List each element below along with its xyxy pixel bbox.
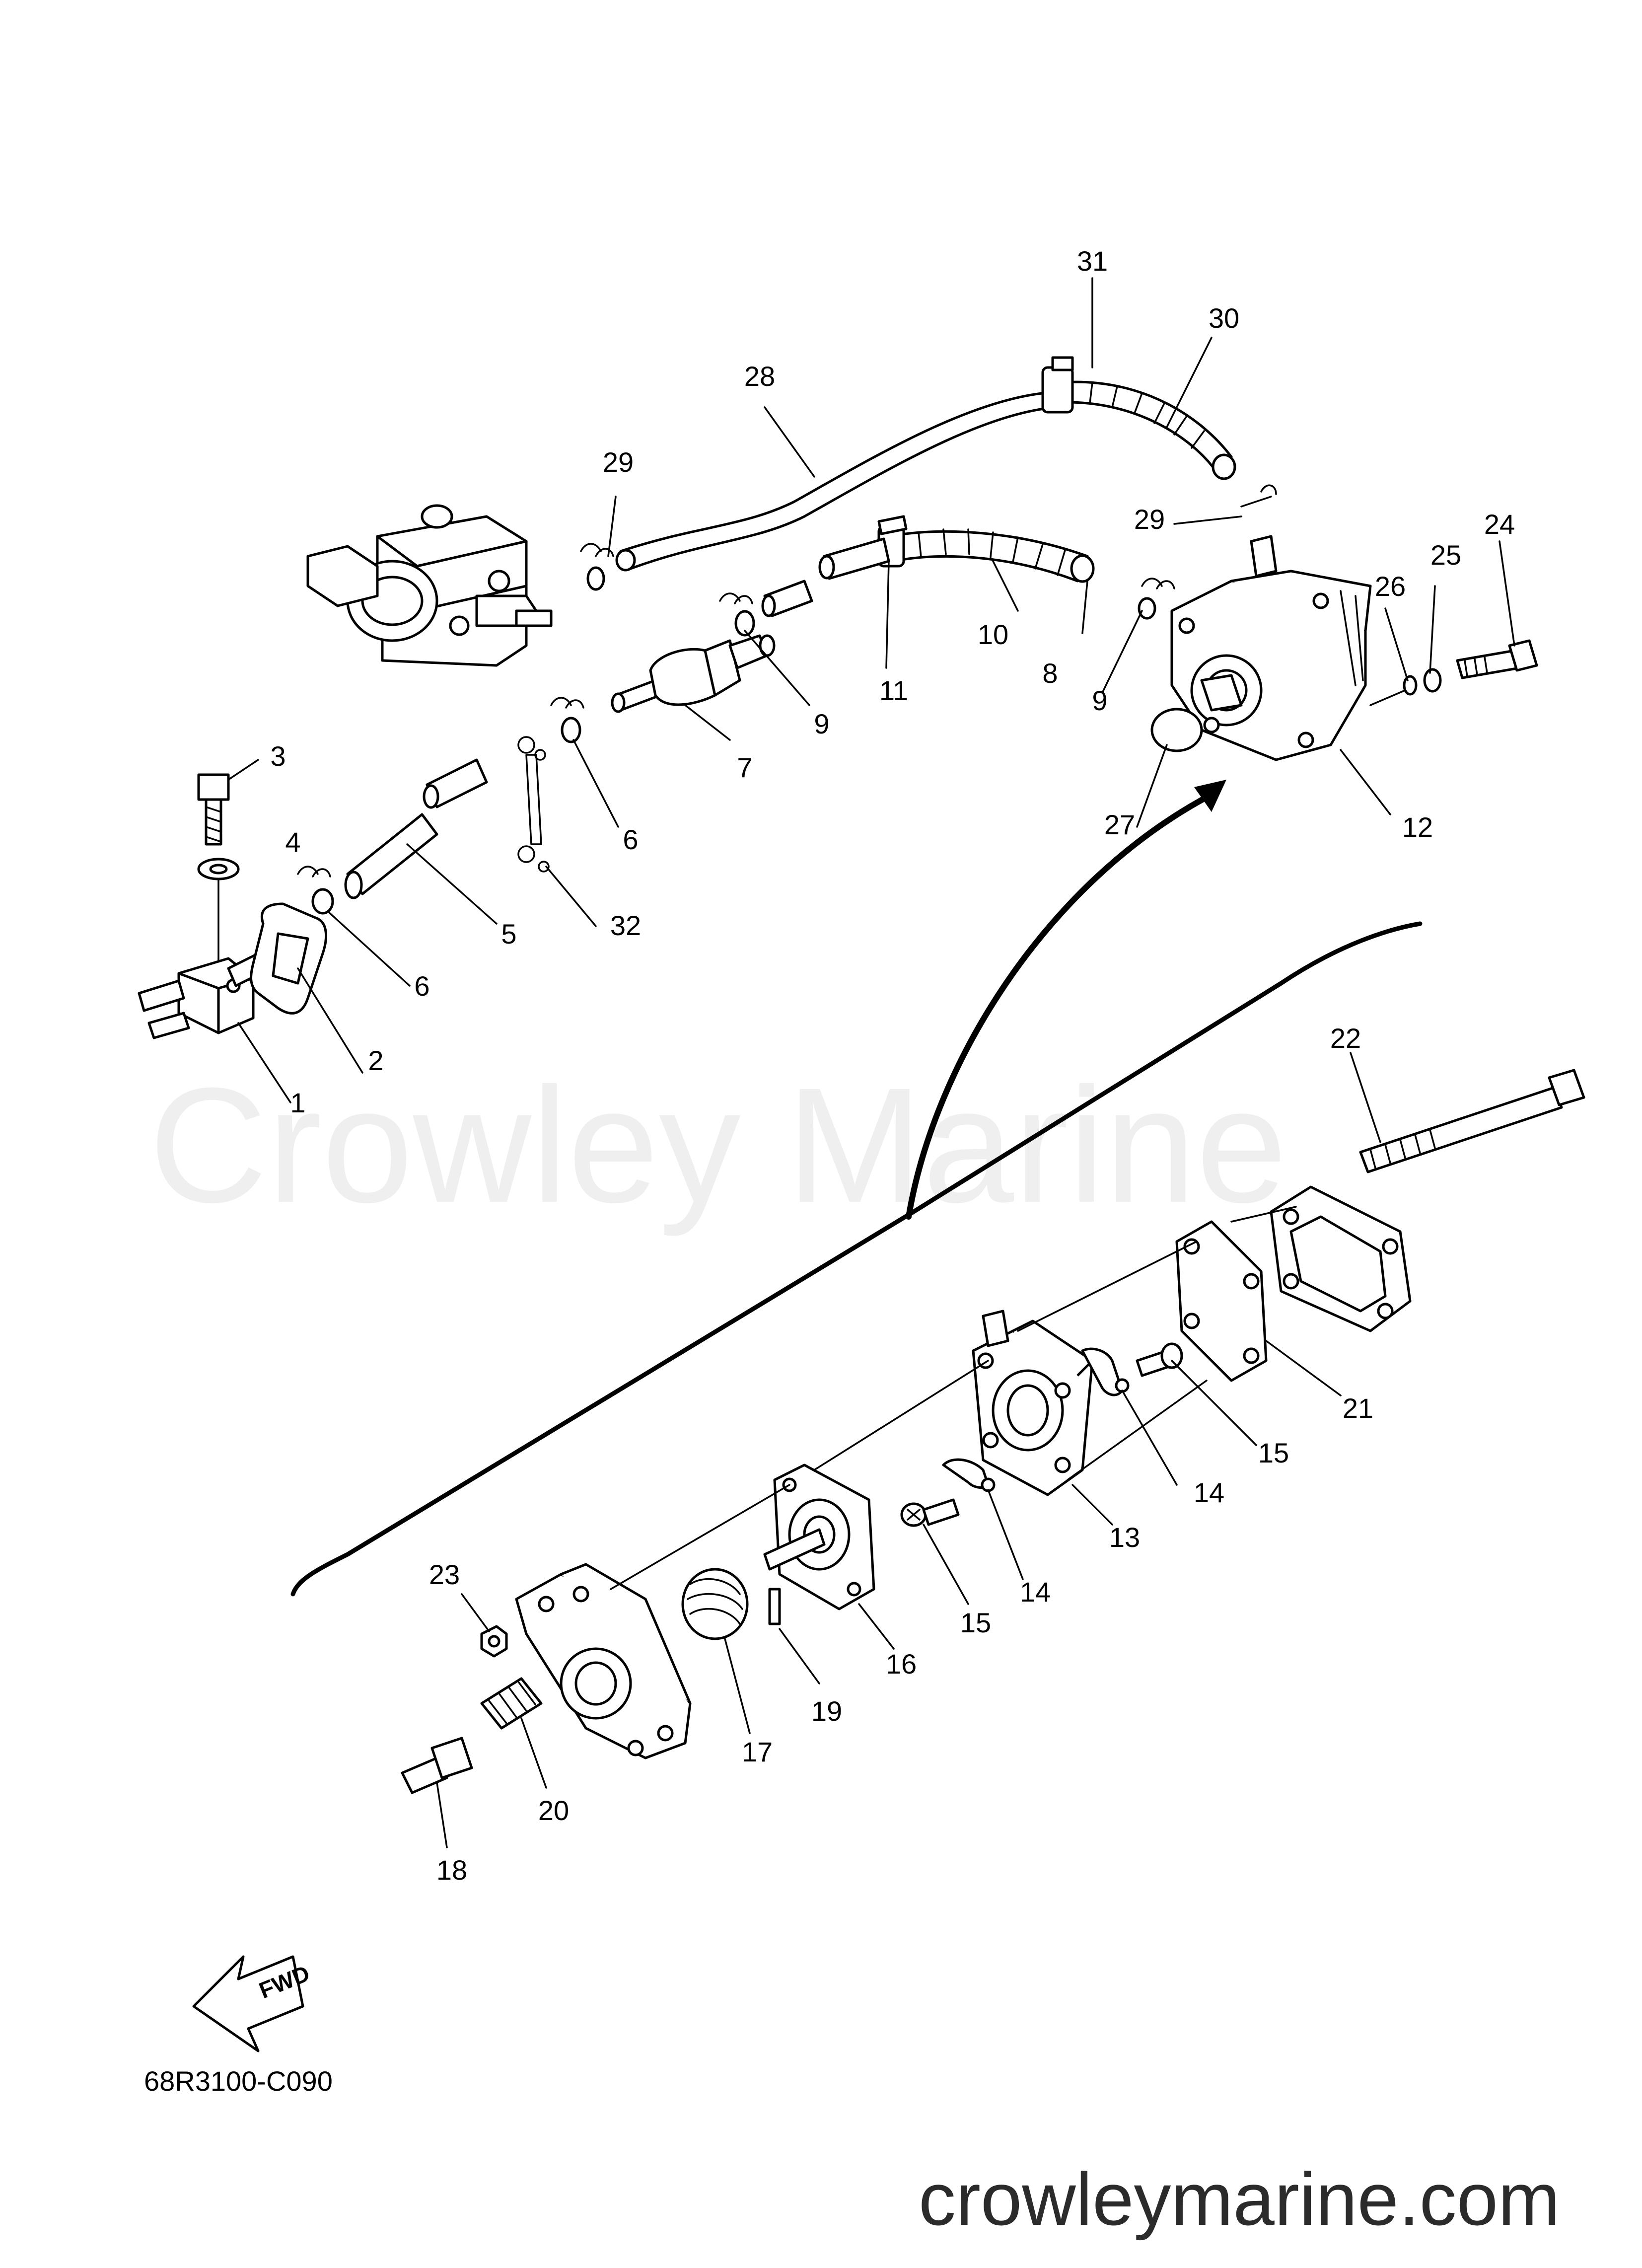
- callout-10: 10: [978, 619, 1008, 650]
- callout-11: 11: [879, 675, 908, 706]
- bolt-24: [1456, 639, 1538, 679]
- callout-30: 30: [1209, 302, 1239, 334]
- diagram-code: 68R3100-C090: [144, 2065, 333, 2097]
- screw-15-lower: [900, 1498, 960, 1527]
- callout-20: 20: [538, 1795, 569, 1826]
- carburetor-assembly: [306, 504, 553, 667]
- callout-12: 12: [1402, 811, 1433, 843]
- footer-website-url: crowleymarine.com: [919, 2157, 1560, 2241]
- washer-4: [197, 858, 240, 880]
- callout-1: 1: [290, 1087, 305, 1118]
- callout-29-left: 29: [603, 446, 634, 478]
- assembly-lines-lower: [610, 1206, 1297, 1590]
- hose-clips: [297, 484, 1277, 915]
- callout-4: 4: [285, 826, 300, 858]
- callout-25: 25: [1430, 539, 1461, 571]
- detail-arrow: [906, 792, 1214, 1220]
- washer-26: [1403, 675, 1418, 696]
- callout-13: 13: [1109, 1522, 1140, 1553]
- screw-15-upper: [1136, 1342, 1183, 1377]
- callout-19: 19: [811, 1695, 842, 1727]
- valve-plunger-18: [401, 1737, 473, 1794]
- fuel-filter-7: [611, 634, 776, 713]
- spring-20: [480, 1677, 543, 1730]
- callout-9-left: 9: [814, 708, 829, 739]
- callout-6-upper: 6: [623, 824, 638, 855]
- callout-22: 22: [1330, 1023, 1361, 1054]
- callout-7: 7: [737, 752, 752, 783]
- callout-3: 3: [270, 740, 286, 772]
- callout-24: 24: [1484, 509, 1515, 540]
- spring-17: [681, 1568, 749, 1640]
- fuel-pump-12: [1170, 535, 1372, 761]
- callout-18: 18: [436, 1854, 467, 1886]
- fwd-direction-arrow: FWD: [192, 1955, 313, 2052]
- leader-lines: [227, 277, 1515, 1848]
- o-ring-27: [1150, 708, 1203, 752]
- callout-9-right: 9: [1092, 685, 1107, 716]
- fuel-hose-short: [761, 580, 813, 617]
- fuel-hose-5: [344, 758, 488, 899]
- diaphragm-16: [763, 1463, 875, 1610]
- valve-14-lower: [942, 1458, 996, 1492]
- callout-15-lower: 15: [960, 1607, 991, 1638]
- section-divider-line: [290, 921, 1423, 1597]
- callout-21: 21: [1343, 1392, 1373, 1424]
- washer-25: [1423, 668, 1442, 693]
- callout-14-lower: 14: [1020, 1576, 1051, 1608]
- pin-19: [768, 1588, 781, 1625]
- detail-arrowhead: [1194, 780, 1226, 812]
- callout-32: 32: [610, 910, 641, 941]
- hose-clip-32: [517, 736, 550, 873]
- corrugated-hose-30: [1061, 380, 1236, 480]
- callout-16: 16: [886, 1648, 917, 1680]
- callout-31: 31: [1077, 245, 1108, 277]
- callout-15-upper: 15: [1258, 1437, 1289, 1468]
- callout-8: 8: [1042, 658, 1058, 689]
- nut-23: [480, 1625, 508, 1658]
- valve-14-upper: [1081, 1347, 1130, 1396]
- callout-17: 17: [742, 1736, 773, 1767]
- watermark-text: Crowley Marine: [149, 1053, 1287, 1238]
- callout-26: 26: [1375, 571, 1406, 602]
- callout-5: 5: [501, 918, 516, 950]
- bolt-3: [197, 773, 230, 846]
- pump-base: [515, 1563, 692, 1759]
- callout-27: 27: [1104, 809, 1135, 840]
- diaphragm-21: [1175, 1220, 1268, 1382]
- callout-labels: 31 30 28 29 29 24 25 26 10 8 11 9 9 7 12…: [270, 245, 1515, 1886]
- callout-2: 2: [368, 1045, 383, 1076]
- callout-14-upper: 14: [1194, 1477, 1224, 1508]
- fuel-joint-1: [138, 952, 267, 1039]
- callout-23: 23: [429, 1559, 460, 1590]
- callout-29-right: 29: [1134, 504, 1165, 535]
- fuel-hose-8: [818, 537, 890, 580]
- pump-cover-plate: [1270, 1185, 1412, 1332]
- pump-body-13: [972, 1310, 1094, 1496]
- bolt-22: [1359, 1069, 1585, 1173]
- assembly-line-pump: [1369, 689, 1406, 706]
- hose-clip-31: [1041, 356, 1074, 414]
- callout-6-lower: 6: [414, 970, 429, 1002]
- callout-28: 28: [744, 361, 775, 392]
- corrugated-hose-10: [887, 528, 1095, 583]
